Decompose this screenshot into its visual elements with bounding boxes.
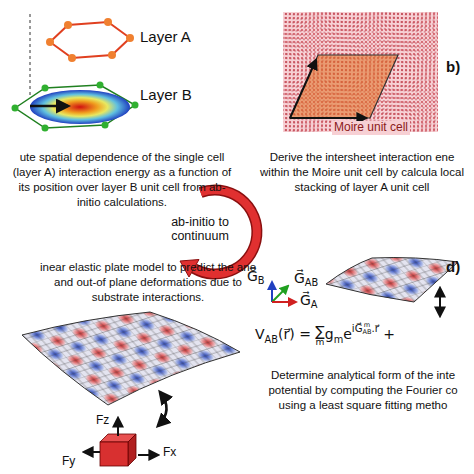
reciprocal-vectors [272,301,296,303]
fourier-formula: VAB(r⃗) = ∑mgmeiG⃗mAB.r⃗ + [255,322,395,347]
vector-label: G⃗AB [294,270,318,289]
panel-description: inear elastic plate model to predict the… [36,260,260,305]
force-label: Fy [62,455,75,469]
panel-ellipse: inear elastic plate model to predict the… [0,245,260,474]
force-label: Fx [163,446,176,460]
reciprocal-vectors [271,282,273,302]
layer-b-hexagon [15,85,135,128]
vector-symbol: G⃗ [247,268,258,284]
layer-a-hexagon [126,34,134,42]
layer-b-hexagon [42,125,49,132]
cycle-label: ab-initio to continuum [161,215,239,244]
panel-letter: b) [446,58,460,75]
vector-symbol: G⃗ [294,270,305,286]
ellipse-outline [232,252,474,472]
force-cube [84,451,100,453]
moire-pattern [283,12,438,132]
moire-pattern [290,60,316,118]
vector-index: AB [305,277,318,288]
layer-b-hexagon [102,122,109,129]
index-stack: mAB [362,322,371,335]
layer-label: Layer A [140,28,191,45]
layer-a-hexagon [30,14,31,96]
exponent: iG⃗mAB.r⃗ [352,323,379,334]
panel-letter: d) [446,258,460,275]
moire-pattern [283,12,438,132]
plate-mesh [158,392,167,426]
layer-label: Layer B [140,86,192,103]
vector-index: B [258,275,265,286]
vector-symbol: G⃗ [300,292,311,308]
panel-description: ute spatial dependence of the single cel… [8,150,236,210]
panel-description: Determine analytical form of the inte po… [256,368,470,413]
moire-pattern [283,12,438,132]
potential-surface [326,258,458,303]
force-cube [117,418,119,436]
formula-term: ∑ [315,324,324,338]
formula-term: V [255,326,265,342]
formula-term: .r⃗ [371,323,378,334]
force-cube [128,434,136,466]
panel-ellipse: ute spatial dependence of the single cel… [0,0,265,214]
plate-mesh [22,312,240,426]
cell-label: Moire unit cell [332,121,410,135]
force-cube [138,454,158,456]
force-cube [100,442,128,466]
formula-term: m [334,334,344,345]
moire-pattern [290,117,366,119]
formula-term: g [325,326,334,342]
formula-term: AB [265,334,278,345]
ellipse-shape [233,0,474,206]
layer-b-hexagon [30,105,68,108]
formula-term: m [316,338,325,347]
vector-label: G⃗A [300,292,318,311]
formula-term: + [379,326,395,342]
formula-term: AB [362,329,371,336]
formula-term: e [343,326,352,342]
potential-surface [439,288,441,316]
sum-stack: ∑m [315,324,324,347]
panel-ellipse: Determine analytical form of the inte po… [232,252,474,472]
reciprocal-vectors [272,282,296,302]
layer-b-hexagon [30,90,130,124]
layer-a-hexagon [50,22,130,58]
plate-mesh [22,312,240,405]
layer-b-hexagon [42,85,49,92]
potential-surface [326,258,458,317]
layer-a-hexagon [108,51,116,59]
layer-b-hexagon [12,82,139,132]
reciprocal-vectors [272,286,288,302]
ellipse-shape [233,253,474,471]
ellipse-shape [0,246,259,474]
panel-ellipse: Derive the intersheet interaction ene wi… [232,0,474,207]
formula-term: iG⃗ [352,323,363,334]
ellipse-shape [0,0,264,213]
moire-pattern [290,55,398,118]
force-cube [84,418,158,466]
force-label: Fz [96,414,109,428]
vector-label: G⃗B [247,268,265,287]
moire-pattern [283,12,438,132]
layer-b-hexagon [97,82,104,89]
vector-index: A [311,299,318,310]
formula-term: (r⃗) = [278,326,315,342]
layer-a-hexagon [46,38,54,46]
layer-a-hexagon [30,14,134,96]
layer-a-hexagon [104,18,112,26]
layer-b-hexagon [132,102,139,109]
layer-b-hexagon [12,105,19,112]
layer-a-hexagon [68,54,76,62]
panel-description: Derive the intersheet interaction ene wi… [256,150,468,195]
layer-a-hexagon [64,21,72,29]
